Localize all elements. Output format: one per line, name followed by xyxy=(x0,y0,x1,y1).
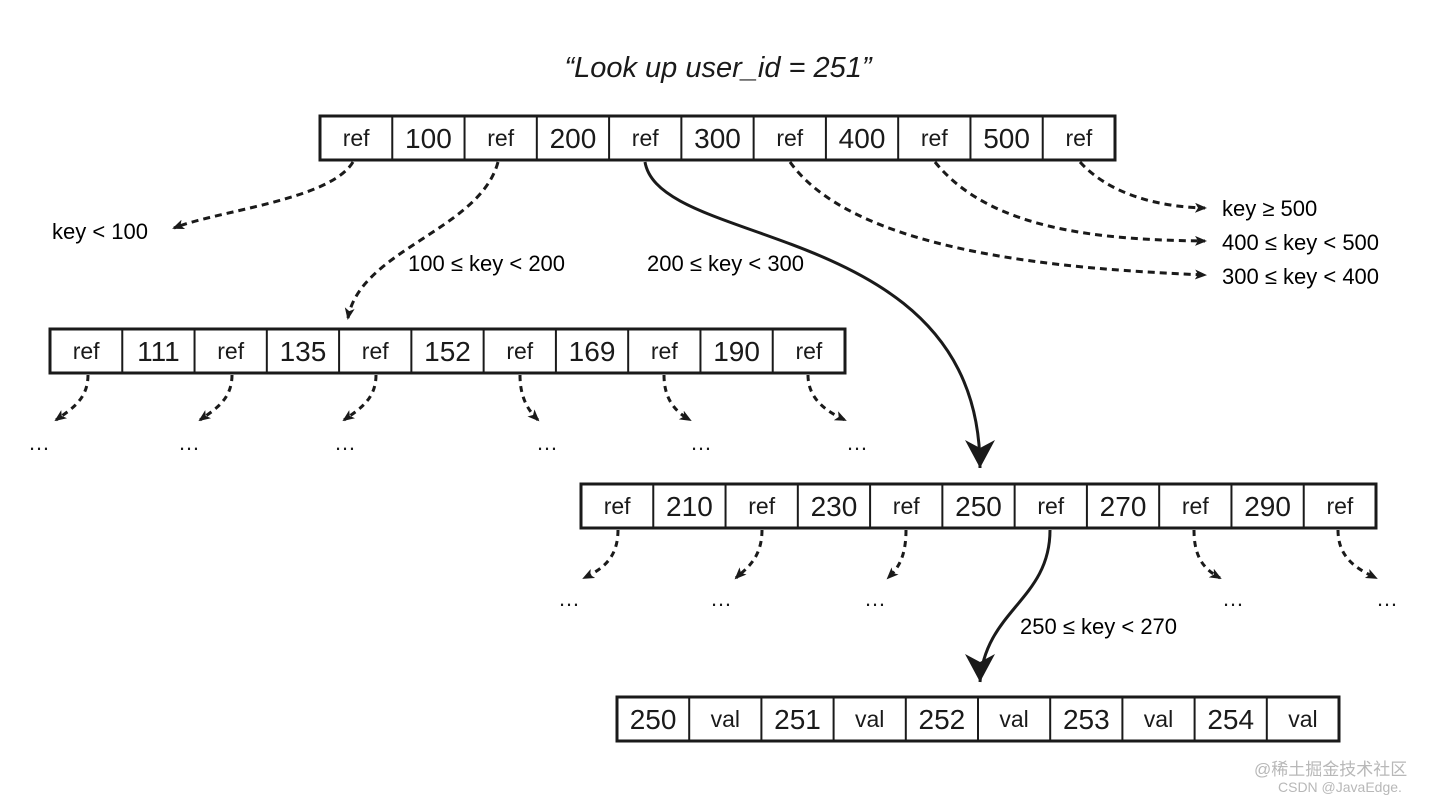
value-cell: val xyxy=(711,706,740,732)
label-range-200-300: 200 ≤ key < 300 xyxy=(647,251,804,276)
node-border xyxy=(318,114,1117,162)
ellipsis: … xyxy=(28,430,50,455)
label-range-300-400: 300 ≤ key < 400 xyxy=(1222,264,1379,289)
watermark-line-2: CSDN @JavaEdge. xyxy=(1278,779,1402,795)
ellipsis: … xyxy=(864,586,886,611)
ref-cell: ref xyxy=(1065,125,1092,151)
key-cell: 100 xyxy=(405,123,452,154)
ref-cell: ref xyxy=(217,338,244,364)
node-border xyxy=(579,482,1378,530)
ellipsis: … xyxy=(178,430,200,455)
ref-cell: ref xyxy=(893,493,920,519)
key-cell: 230 xyxy=(811,491,858,522)
value-cell: val xyxy=(999,706,1028,732)
label-key-lt-100: key < 100 xyxy=(52,219,148,244)
key-cell: 169 xyxy=(569,336,616,367)
ref-cell: ref xyxy=(487,125,514,151)
arrow-key-lt-100 xyxy=(172,161,355,230)
arrow-mid-ref-3 xyxy=(886,529,908,580)
arrow-mid-ref-5 xyxy=(1336,529,1378,580)
key-cell: 200 xyxy=(550,123,597,154)
ref-cell: ref xyxy=(362,338,389,364)
key-cell: 250 xyxy=(955,491,1002,522)
arrow-key-ge-500 xyxy=(1078,160,1207,213)
diagram-title: “Look up user_id = 251” xyxy=(564,52,872,84)
ellipsis: … xyxy=(690,430,712,455)
label-key-ge-500: key ≥ 500 xyxy=(1222,196,1317,221)
arrow-left-ref-1 xyxy=(54,374,90,422)
arrow-range-100-200 xyxy=(344,161,500,320)
left-child-node: ref 111 ref 135 ref 152 ref 169 ref 190 ref xyxy=(48,327,847,375)
key-cell: 400 xyxy=(839,123,886,154)
label-range-100-200: 100 ≤ key < 200 xyxy=(408,251,565,276)
arrow-range-200-300-solid xyxy=(643,161,995,469)
root-node: ref 100 ref 200 ref 300 ref 400 ref 500 ref xyxy=(318,114,1117,162)
middle-child-node: ref 210 ref 230 ref 250 ref 270 ref 290 ref xyxy=(579,482,1378,530)
ref-cell: ref xyxy=(343,125,370,151)
ref-cell: ref xyxy=(604,493,631,519)
ref-cell: ref xyxy=(776,125,803,151)
arrow-range-250-270-solid xyxy=(965,529,1052,683)
node-border xyxy=(48,327,847,375)
key-cell: 254 xyxy=(1207,704,1254,735)
arrow-left-ref-4 xyxy=(518,374,540,422)
key-cell: 252 xyxy=(919,704,966,735)
value-cell: val xyxy=(1288,706,1317,732)
ref-cell: ref xyxy=(1037,493,1064,519)
ellipsis: … xyxy=(1222,586,1244,611)
ref-cell: ref xyxy=(795,338,822,364)
ellipsis: … xyxy=(846,430,868,455)
arrow-left-ref-6 xyxy=(806,374,847,422)
ref-cell: ref xyxy=(506,338,533,364)
key-cell: 210 xyxy=(666,491,713,522)
arrow-left-ref-3 xyxy=(342,374,378,422)
key-cell: 253 xyxy=(1063,704,1110,735)
arrow-left-ref-5 xyxy=(662,374,692,422)
ref-cell: ref xyxy=(748,493,775,519)
label-range-400-500: 400 ≤ key < 500 xyxy=(1222,230,1379,255)
key-cell: 111 xyxy=(137,336,180,367)
key-cell: 190 xyxy=(713,336,760,367)
key-cell: 135 xyxy=(280,336,327,367)
ellipsis: … xyxy=(536,430,558,455)
ref-cell: ref xyxy=(651,338,678,364)
key-cell: 270 xyxy=(1100,491,1147,522)
key-cell: 152 xyxy=(424,336,471,367)
key-cell: 290 xyxy=(1244,491,1291,522)
arrow-range-400-500 xyxy=(933,161,1207,246)
arrow-range-300-400 xyxy=(788,161,1207,280)
arrow-left-ref-2 xyxy=(198,374,234,422)
ref-cell: ref xyxy=(921,125,948,151)
ref-cell: ref xyxy=(73,338,100,364)
arrow-mid-ref-1 xyxy=(582,529,620,580)
arrow-mid-ref-2 xyxy=(734,529,764,580)
key-cell: 300 xyxy=(694,123,741,154)
leaf-node: 250 val 251 val 252 val 253 val 254 val xyxy=(615,695,1341,743)
ellipsis: … xyxy=(1376,586,1398,611)
arrow-mid-ref-4 xyxy=(1192,529,1222,580)
value-cell: val xyxy=(855,706,884,732)
key-cell: 250 xyxy=(630,704,677,735)
ellipsis: … xyxy=(558,586,580,611)
key-cell: 500 xyxy=(983,123,1030,154)
ref-cell: ref xyxy=(632,125,659,151)
ellipsis: … xyxy=(710,586,732,611)
key-cell: 251 xyxy=(774,704,821,735)
ellipsis: … xyxy=(334,430,356,455)
value-cell: val xyxy=(1144,706,1173,732)
watermark-line-1: @稀土掘金技术社区 xyxy=(1254,760,1407,779)
ref-cell: ref xyxy=(1326,493,1353,519)
label-range-250-270: 250 ≤ key < 270 xyxy=(1020,614,1177,639)
ref-cell: ref xyxy=(1182,493,1209,519)
